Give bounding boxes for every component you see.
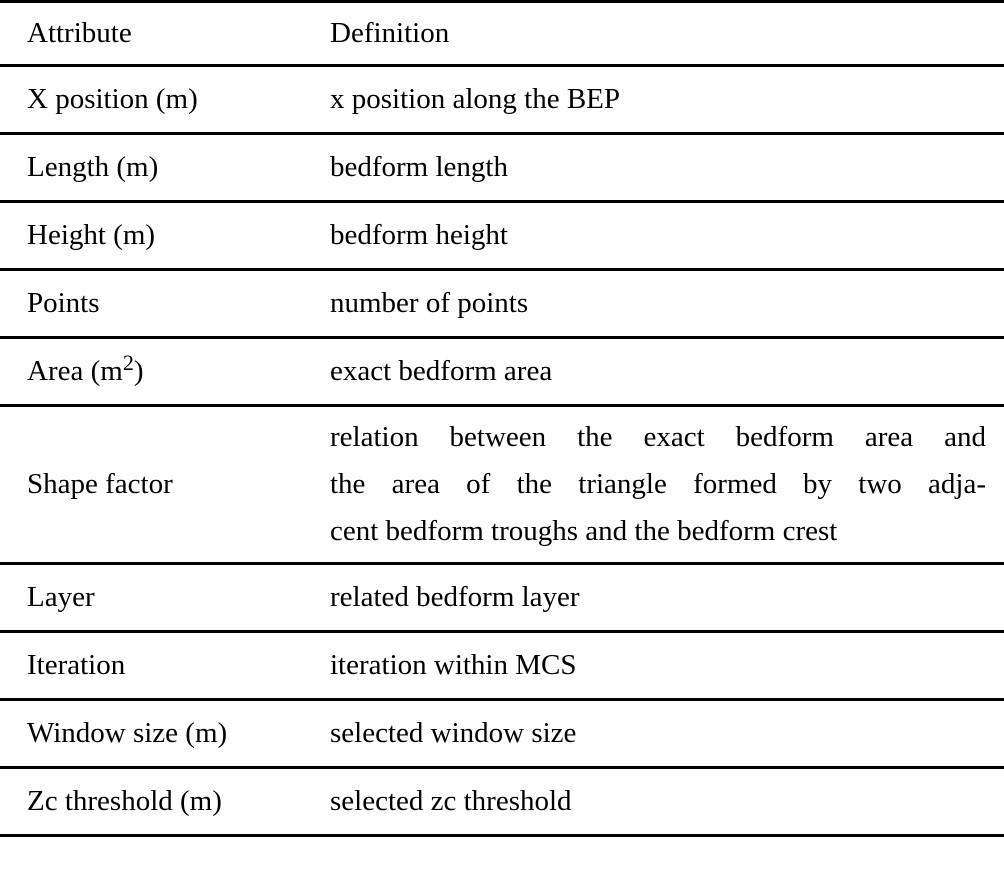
definition-cell: selected window size [330, 699, 1004, 769]
definition-cell: bedform length [330, 133, 1004, 203]
attribute-cell: Iteration [0, 631, 330, 701]
definition-line: relation between the exact bedform area … [330, 421, 986, 453]
attribute-cell: Height (m) [0, 201, 330, 271]
superscript-two: 2 [122, 350, 134, 376]
definition-line: the area of the triangle formed by two a… [330, 468, 986, 500]
table-row-points: Points number of points [0, 269, 1004, 339]
attribute-cell: Length (m) [0, 133, 330, 203]
definition-line: cent bedform troughs and the bedform cre… [330, 515, 838, 547]
definition-cell: exact bedform area [330, 337, 1004, 407]
table-row-x-position: X position (m) x position along the BEP [0, 65, 1004, 135]
attribute-definition-table: Attribute Definition X position (m) x po… [0, 0, 1004, 837]
attribute-cell: Zc threshold (m) [0, 767, 330, 837]
definition-cell: related bedform layer [330, 563, 1004, 633]
attribute-text-close: ) [133, 355, 144, 388]
table-body: X position (m) x position along the BEP … [0, 65, 1004, 837]
table-row-zc-threshold: Zc threshold (m) selected zc threshold [0, 767, 1004, 837]
header-attribute: Attribute [0, 1, 330, 67]
table-header: Attribute Definition [0, 1, 1004, 67]
table-row-length: Length (m) bedform length [0, 133, 1004, 203]
table-row-height: Height (m) bedform height [0, 201, 1004, 271]
header-definition: Definition [330, 1, 1004, 67]
attribute-cell: Layer [0, 563, 330, 633]
table-row-shape-factor: Shape factor relation between the exact … [0, 405, 1004, 565]
table-row-iteration: Iteration iteration within MCS [0, 631, 1004, 701]
definition-cell: iteration within MCS [330, 631, 1004, 701]
attribute-text: Area (m [27, 355, 123, 388]
table-row-window-size: Window size (m) selected window size [0, 699, 1004, 769]
attribute-cell: Window size (m) [0, 699, 330, 769]
definition-cell: number of points [330, 269, 1004, 339]
definition-cell: bedform height [330, 201, 1004, 271]
header-row: Attribute Definition [0, 1, 1004, 67]
definition-cell: selected zc threshold [330, 767, 1004, 837]
table-row-area: Area (m2) exact bedform area [0, 337, 1004, 407]
attribute-cell: Points [0, 269, 330, 339]
definition-cell: x position along the BEP [330, 65, 1004, 135]
attribute-cell: Area (m2) [0, 337, 330, 407]
table-row-layer: Layer related bedform layer [0, 563, 1004, 633]
definition-cell: relation between the exact bedform area … [330, 405, 1004, 565]
attribute-cell: X position (m) [0, 65, 330, 135]
attribute-cell: Shape factor [0, 405, 330, 565]
